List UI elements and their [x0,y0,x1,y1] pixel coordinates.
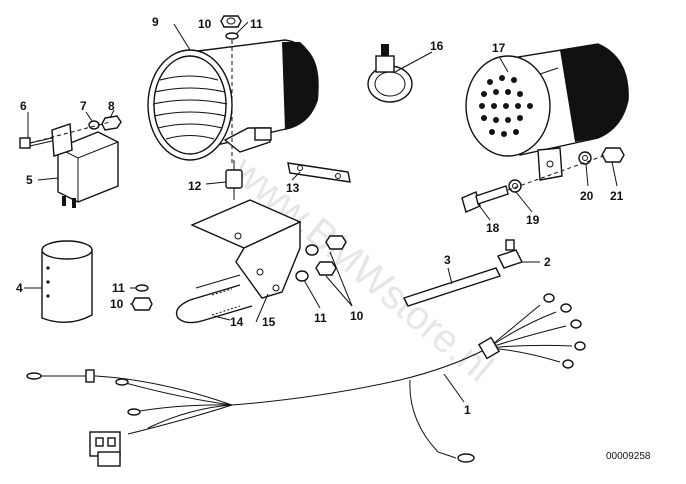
callout-7: 7 [80,99,87,113]
callout-12: 12 [188,179,202,193]
callout-20: 20 [580,189,594,203]
bolt-part-18[interactable] [461,185,509,213]
u-bolt-part-14[interactable] [175,274,253,324]
insulating-strip-part-3[interactable] [403,267,501,307]
callout-10-left: 10 [110,297,124,311]
connector-part-2[interactable] [497,239,523,269]
bolt-part-6[interactable] [19,137,53,149]
callout-14: 14 [230,315,244,329]
callout-10-right: 10 [350,309,364,323]
callout-3: 3 [444,253,451,267]
nut-part-21[interactable] [601,147,625,163]
callout-16: 16 [430,39,444,53]
leader-lines [24,21,618,403]
hose-clamp-part-16[interactable] [367,44,413,103]
strap-part-13[interactable] [287,162,351,183]
callout-1: 1 [464,403,471,417]
callout-11-top: 11 [250,17,263,31]
callout-10-top: 10 [198,17,212,31]
callout-6: 6 [20,99,27,113]
horn-grille-part-9[interactable] [147,39,319,161]
nut-part-10-top[interactable] [220,15,242,28]
horn-grille-holes [479,75,533,137]
wiring-harness-part-1[interactable] [26,293,586,467]
callout-18: 18 [486,221,500,235]
callout-13: 13 [286,181,300,195]
callout-8: 8 [108,99,115,113]
callout-2: 2 [544,255,551,269]
nut-part-10-right[interactable] [315,235,347,276]
washer-part-19[interactable] [508,179,522,193]
nut-part-8[interactable] [101,115,122,131]
washer-part-7[interactable] [88,120,100,130]
diagram-reference-number: 00009258 [606,451,651,462]
rubber-mount-part-12[interactable] [225,160,243,200]
washer-part-11-right[interactable] [295,244,319,282]
callout-5: 5 [26,173,33,187]
callout-11-left: 11 [112,281,125,295]
callout-21: 21 [610,189,624,203]
relay-part-5[interactable] [51,123,119,208]
callout-19: 19 [526,213,540,227]
rubber-cover-part-4[interactable] [41,240,93,323]
callout-17: 17 [492,41,506,55]
nut-part-10-left[interactable] [131,297,153,311]
washer-part-11-left[interactable] [135,284,149,292]
washer-part-11-top[interactable] [225,32,239,40]
callout-4: 4 [16,281,23,295]
callout-15: 15 [262,315,276,329]
callout-9: 9 [152,15,159,29]
callout-11-right: 11 [314,311,327,325]
washer-part-20[interactable] [578,151,592,165]
bracket-part-15[interactable] [190,199,302,299]
horn-part-17[interactable] [465,43,629,181]
